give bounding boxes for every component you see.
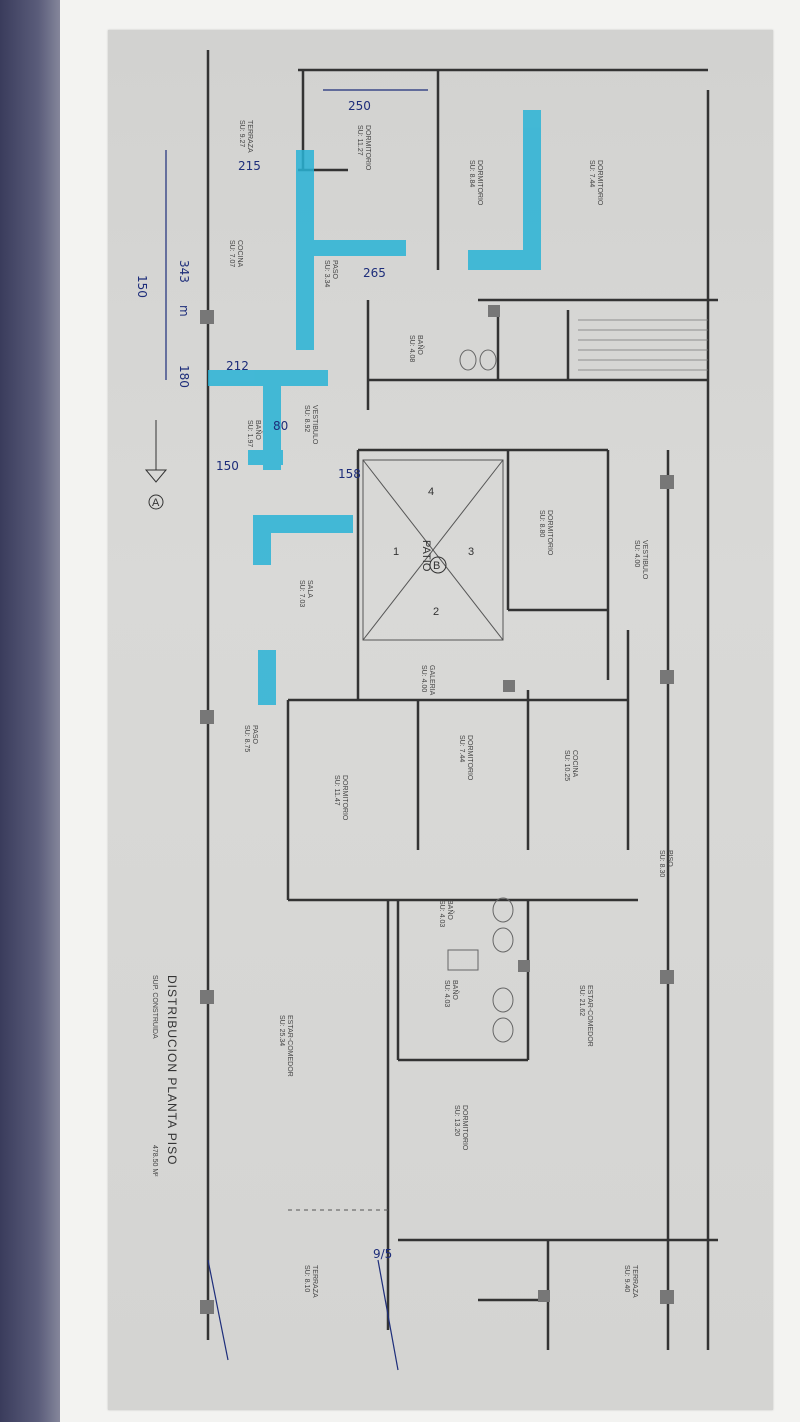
room-area: SU: 7.07 <box>228 240 235 267</box>
room-name: BAÑO <box>416 335 425 355</box>
room-area: SU: 7.03 <box>298 580 305 607</box>
floor-plan: TERRAZA DORMITORIO COCINA PASO DORMITORI… <box>108 30 773 1410</box>
room-area: SU: 10.25 <box>563 750 570 781</box>
handwritten-note: 343 <box>177 260 191 283</box>
handwritten-note: 250 <box>348 99 371 113</box>
handwritten-note: 158 <box>338 467 361 481</box>
room-name: TERRAZA <box>631 1265 638 1298</box>
room-name: ESTAR-COMEDOR <box>286 1015 293 1077</box>
handwritten-note: 180 <box>177 365 191 388</box>
room-name: DORMITORIO <box>476 160 483 206</box>
patio-step: 2 <box>433 606 439 618</box>
handwritten-note: 215 <box>238 159 261 173</box>
patio-mark-circle <box>429 556 447 574</box>
room-name: DORMITORIO <box>596 160 603 206</box>
room-name: TERRAZA <box>246 120 253 153</box>
room-name: COCINA <box>571 750 578 778</box>
room-area: SU: 3.34 <box>323 260 330 287</box>
room-name: DORMITORIO <box>546 510 553 556</box>
room-name: VESTIBULO <box>641 540 648 580</box>
room-area: SU: 4.03 <box>438 900 445 927</box>
room-area: SU: 4.08 <box>408 335 415 362</box>
patio-mark: B <box>433 560 440 572</box>
patio-step: 1 <box>393 546 399 558</box>
room-area: SU: 21.62 <box>578 985 585 1016</box>
handwritten-note: 265 <box>363 266 386 280</box>
room-name: VESTIBULO <box>311 405 318 445</box>
room-area: SU: 9.40 <box>623 1265 630 1292</box>
room-name: BAÑO <box>446 900 455 920</box>
patio-step: 3 <box>468 546 474 558</box>
room-area: SU: 8.84 <box>468 160 475 187</box>
room-area: SU: 25.34 <box>278 1015 285 1046</box>
room-name: SALA <box>306 580 313 598</box>
room-area: SU: 8.92 <box>303 405 310 432</box>
room-name: COCINA <box>236 240 243 268</box>
room-name: DORMITORIO <box>466 735 473 781</box>
room-name: DORMITORIO <box>461 1105 468 1151</box>
room-area: SU: 13.20 <box>453 1105 460 1136</box>
room-area: SU: 8.30 <box>658 850 665 877</box>
room-area: SU: 11.27 <box>356 125 363 156</box>
handwritten-note: 150 <box>216 459 239 473</box>
room-area: SU: 4.00 <box>420 665 427 692</box>
section-arrow-icon <box>144 469 168 483</box>
handwritten-notes: 250 215 265 150 343 180 150 212 80 158 9… <box>135 89 428 1371</box>
room-area: SU: 8.80 <box>538 510 545 537</box>
room-name: BAÑO <box>451 980 460 1000</box>
patio-step: 4 <box>428 486 434 498</box>
room-area: SU: 4.03 <box>443 980 450 1007</box>
plan-subtitle-value: 478.50 M² <box>151 1145 158 1177</box>
section-marker: A <box>152 497 160 509</box>
room-name: PISO <box>666 850 673 867</box>
room-area: SU: 4.00 <box>633 540 640 567</box>
patio-label: PATIO <box>420 540 432 572</box>
room-area: SU: 8.75 <box>243 725 250 752</box>
room-name: DORMITORIO <box>364 125 371 171</box>
room-area: SU: 1.97 <box>246 420 253 447</box>
handwritten-note: 212 <box>226 359 249 373</box>
room-area: SU: 7.44 <box>588 160 595 187</box>
room-area: SU: 11.47 <box>333 775 340 806</box>
highlight-marks <box>208 110 541 705</box>
handwritten-note: m <box>177 305 191 317</box>
room-area: SU: 9.27 <box>238 120 245 147</box>
room-name: TERRAZA <box>311 1265 318 1298</box>
handwritten-note: 9/5 <box>373 1247 392 1261</box>
room-area: SU: 7.44 <box>458 735 465 762</box>
room-name: GALERIA <box>428 665 435 696</box>
room-labels: TERRAZA DORMITORIO COCINA PASO DORMITORI… <box>236 120 673 1298</box>
room-name: DORMITORIO <box>341 775 348 821</box>
handwritten-note: 150 <box>135 275 149 298</box>
plan-subtitle-label: SUP. CONSTRUIDA <box>151 975 158 1039</box>
plan-title: DISTRIBUCION PLANTA PISO <box>165 975 179 1165</box>
room-name: ESTAR-COMEDOR <box>586 985 593 1047</box>
room-area: SU: 8.10 <box>303 1265 310 1292</box>
handwritten-note: 80 <box>273 419 288 433</box>
room-areas: SU: 9.27 SU: 11.27 SU: 7.07 SU: 3.34 SU:… <box>228 120 665 1292</box>
floor-plan-drawing: TERRAZA DORMITORIO COCINA PASO DORMITORI… <box>135 50 718 1371</box>
room-name: PASO <box>331 260 338 279</box>
room-name: PASO <box>251 725 258 744</box>
room-name: BAÑO <box>254 420 263 440</box>
